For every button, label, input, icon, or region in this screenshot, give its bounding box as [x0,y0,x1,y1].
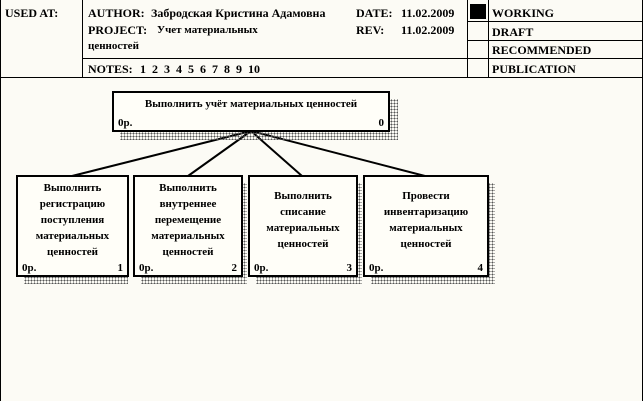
notes-values: 1 2 3 4 5 6 7 8 9 10 [140,62,260,76]
status-publication: PUBLICATION [492,62,576,76]
activity-2-number: 2 [231,262,238,274]
activity-box-3[interactable]: Выполнить списание материальных ценносте… [248,175,358,277]
activity-box-4[interactable]: Провести инвентаризацию материальных цен… [363,175,489,277]
parent-activity-title: Выполнить учёт материальных ценностей [144,98,358,110]
status-selected-marker [470,4,486,19]
rev-value: 11.02.2009 [401,23,455,37]
parent-activity-cost: 0р. [118,117,133,129]
activity-3-text: Выполнить списание материальных ценносте… [266,190,340,250]
notes-label: NOTES: [88,62,133,76]
author-value: Забродская Кристина Адамовна [151,6,326,20]
header-frame [0,0,643,78]
status-working: WORKING [492,6,555,20]
activity-1-cost: 0р. [22,262,37,274]
status-divider [467,58,643,59]
activity-box-2[interactable]: Выполнить внутреннее перемещение материа… [133,175,243,277]
author-label: AUTHOR: [88,6,145,20]
activity-3-cost: 0р. [254,262,269,274]
project-value-line2: ценностей [88,40,139,52]
header-divider [82,58,467,59]
status-divider [467,21,643,22]
rev-label: REV: [356,23,385,37]
date-value: 11.02.2009 [401,6,455,20]
activity-3-number: 3 [346,262,353,274]
project-label: PROJECT: [88,23,148,37]
activity-4-text: Провести инвентаризацию материальных цен… [383,190,469,250]
header-divider [467,0,468,78]
header-divider [488,0,489,78]
activity-2-cost: 0р. [139,262,154,274]
status-recommended: RECOMMENDED [492,43,592,57]
activity-4-number: 4 [477,262,484,274]
date-label: DATE: [356,6,393,20]
parent-activity-box[interactable]: Выполнить учёт материальных ценностей 0р… [112,91,390,132]
activity-box-1[interactable]: Выполнить регистрацию поступления матери… [16,175,129,277]
activity-1-number: 1 [117,262,124,274]
status-draft: DRAFT [492,25,534,39]
activity-4-cost: 0р. [369,262,384,274]
parent-activity-number: 0 [378,117,385,129]
page-border-left [0,0,1,401]
activity-1-text: Выполнить регистрацию поступления матери… [35,182,110,258]
header-divider [82,0,83,78]
activity-2-text: Выполнить внутреннее перемещение материа… [151,182,225,258]
used-at-label: USED AT: [5,6,59,20]
project-value-line1: Учет материальных [157,24,258,36]
status-divider [467,40,643,41]
